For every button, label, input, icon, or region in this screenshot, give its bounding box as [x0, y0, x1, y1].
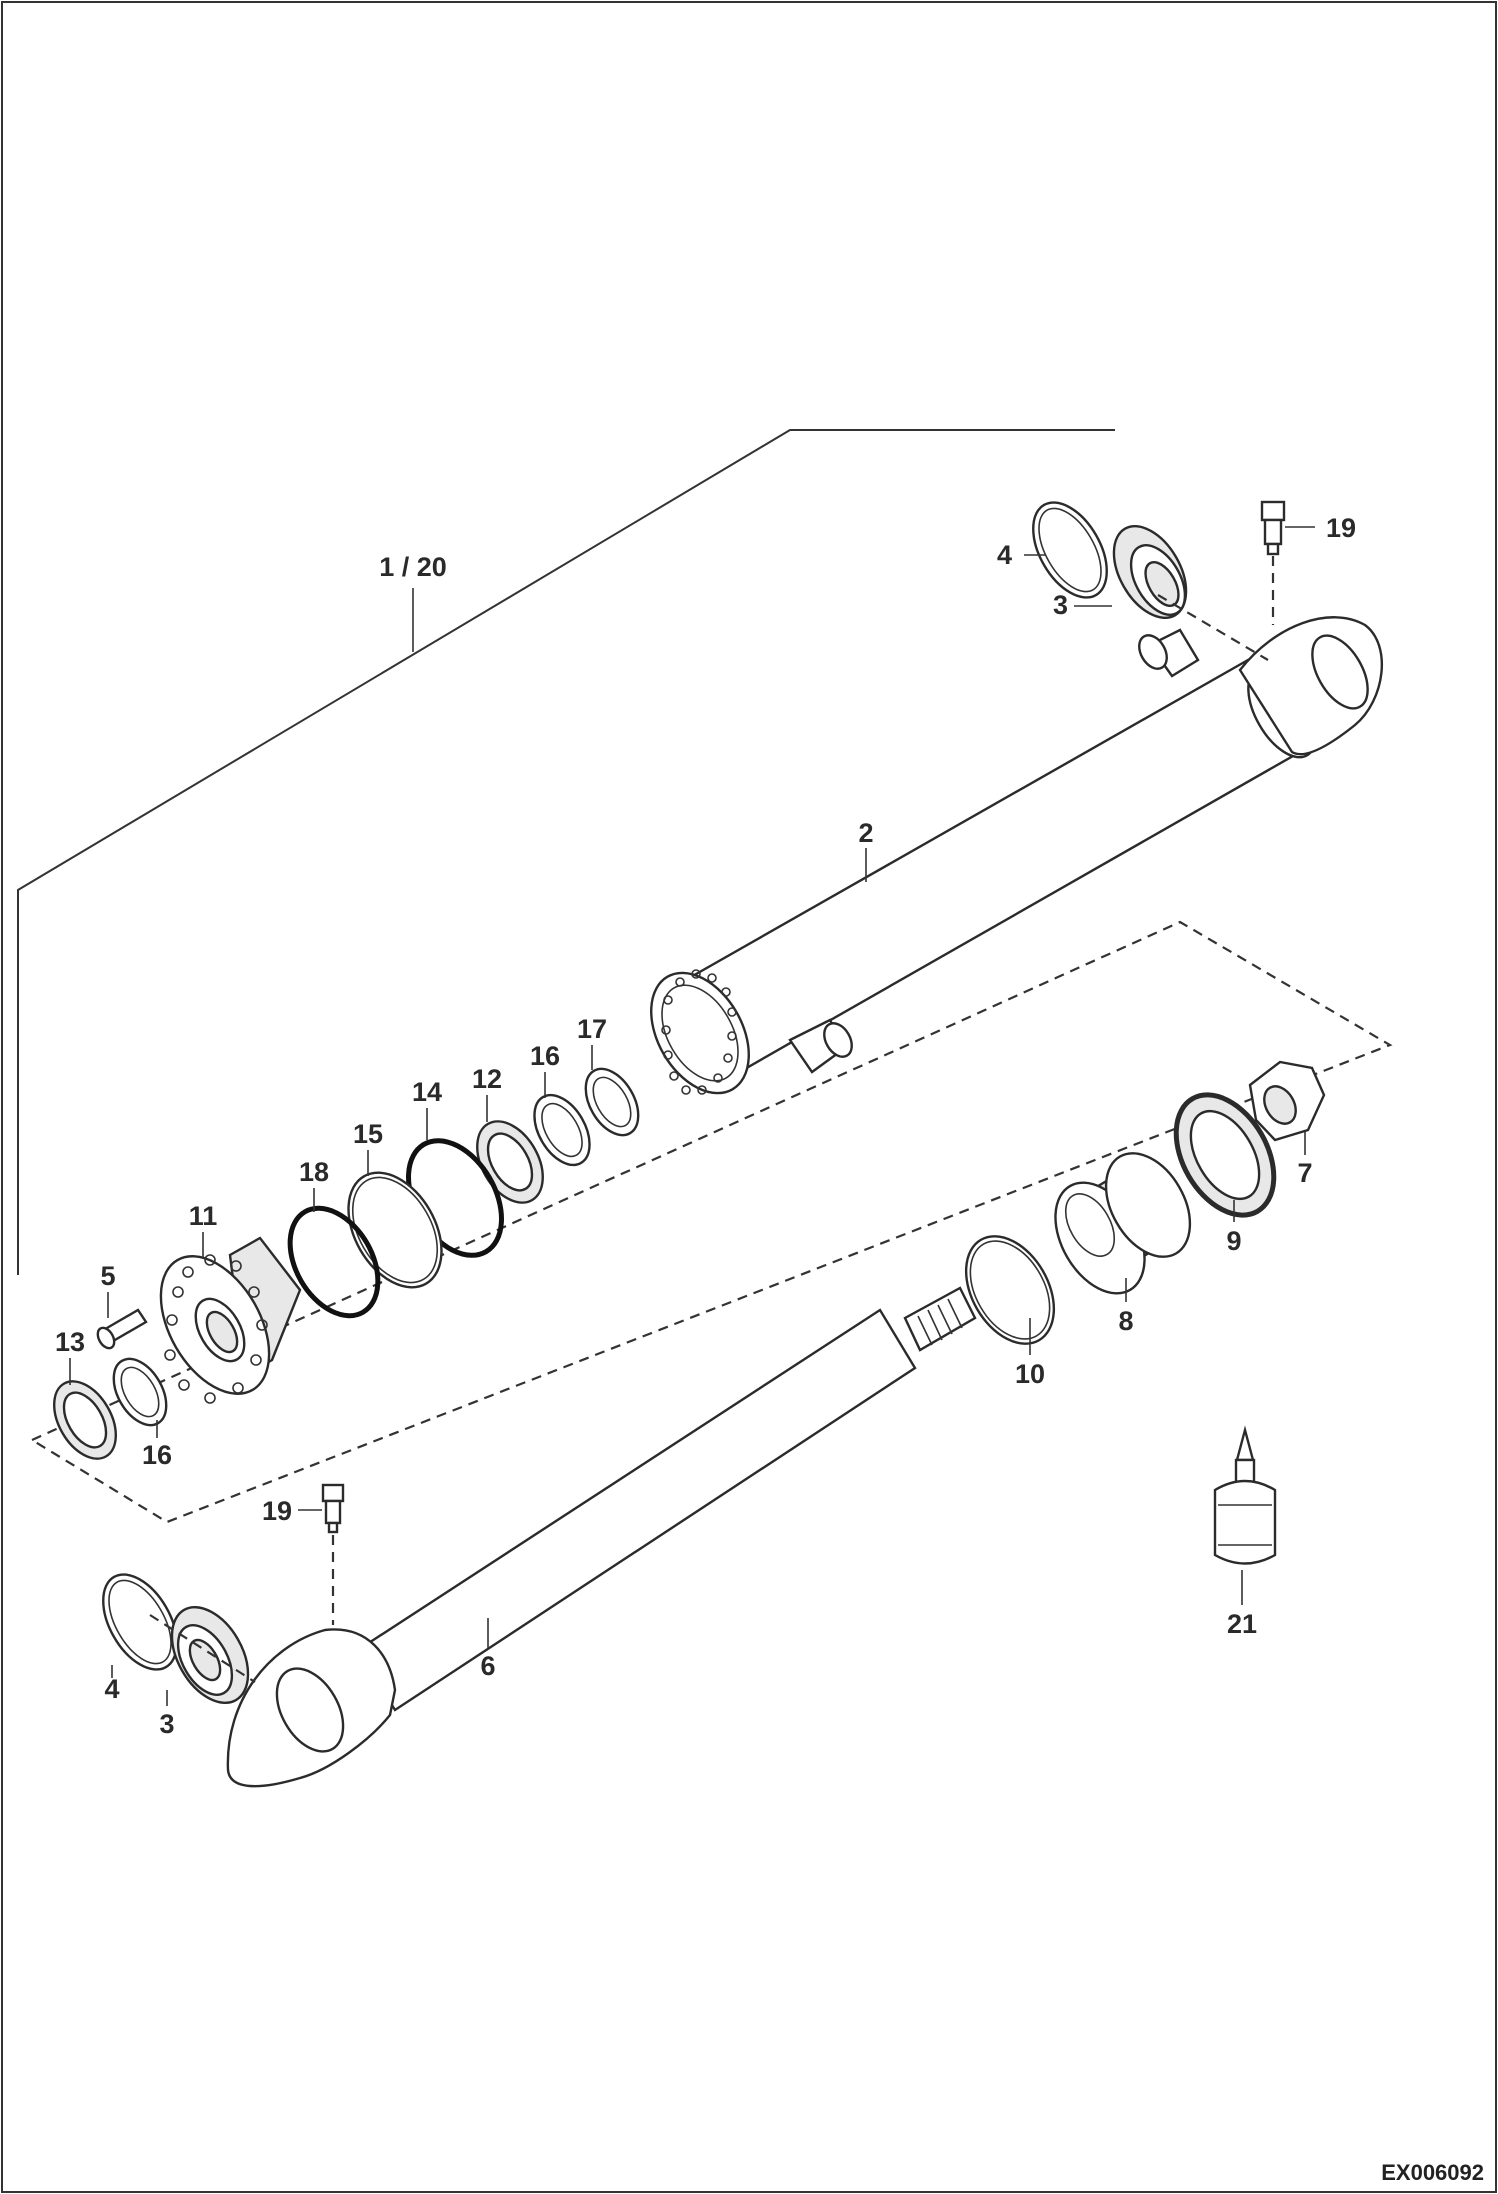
label-21: 21 — [1227, 1609, 1257, 1639]
label-16-top: 16 — [530, 1041, 560, 1071]
piston-rod — [226, 1286, 977, 1788]
backup-ring-15 — [347, 1171, 443, 1289]
label-7: 7 — [1297, 1158, 1312, 1188]
label-10: 10 — [1015, 1359, 1045, 1389]
o-ring-18 — [287, 1205, 381, 1319]
grease-nipple-bottom — [321, 1483, 345, 1534]
grease-nipple-top — [1260, 500, 1286, 556]
wear-ring-16-bottom — [112, 1357, 168, 1427]
label-17: 17 — [577, 1014, 607, 1044]
adhesive-tube-21 — [1213, 1425, 1277, 1565]
ring-10 — [964, 1235, 1056, 1345]
wiper-13 — [53, 1380, 117, 1460]
label-14: 14 — [412, 1077, 442, 1107]
circlip-top — [1032, 501, 1108, 599]
drawing-code: EX006092 — [1381, 2160, 1484, 2185]
cylinder-tube — [650, 616, 1384, 1095]
seal-ring-17 — [584, 1067, 640, 1137]
label-3-top: 3 — [1053, 590, 1068, 620]
bushing-bottom — [170, 1606, 250, 1704]
label-12: 12 — [472, 1064, 502, 1094]
label-16-bottom: 16 — [142, 1440, 172, 1470]
label-11: 11 — [189, 1201, 218, 1231]
seal-kit-boundary — [29, 920, 1393, 1524]
label-9: 9 — [1226, 1226, 1241, 1256]
label-2: 2 — [858, 818, 873, 848]
label-8: 8 — [1118, 1306, 1133, 1336]
bushing-top — [1112, 524, 1188, 620]
cylinder-head-11 — [159, 1236, 302, 1404]
label-6: 6 — [480, 1651, 495, 1681]
label-4-bottom: 4 — [104, 1674, 119, 1704]
wear-ring-16-top — [533, 1093, 591, 1167]
label-19-bottom: 19 — [262, 1496, 292, 1526]
pin-axis-top — [1157, 594, 1269, 661]
label-18: 18 — [299, 1157, 329, 1187]
pin-axis-bottom — [149, 1614, 256, 1683]
piston-seal-9 — [1173, 1092, 1277, 1218]
label-13: 13 — [55, 1327, 85, 1357]
assembly-bracket — [17, 429, 1115, 1275]
label-19-top: 19 — [1326, 513, 1356, 543]
label-5: 5 — [100, 1261, 115, 1291]
label-4-top: 4 — [997, 540, 1012, 570]
screw-5 — [96, 1308, 148, 1350]
piston-8 — [1054, 1152, 1192, 1295]
circlip-bottom — [102, 1573, 178, 1671]
nut-7 — [1248, 1060, 1326, 1142]
label-15: 15 — [353, 1119, 383, 1149]
label-assembly: 1 / 20 — [379, 552, 447, 582]
label-3-bottom: 3 — [159, 1709, 174, 1739]
